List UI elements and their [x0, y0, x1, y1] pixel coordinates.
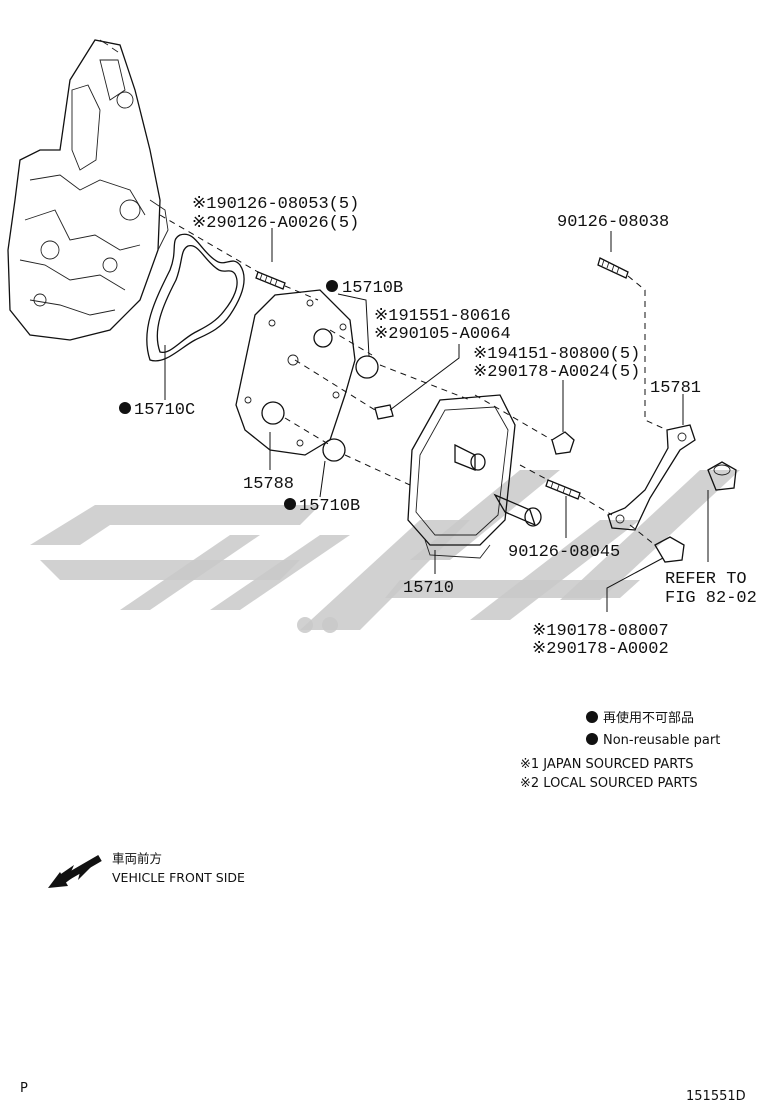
- marker-dot-15710c: [119, 402, 131, 414]
- marker-dot-15710b-bottom: [284, 498, 296, 510]
- legend-local-sourced: ※2 LOCAL SOURCED PARTS: [520, 776, 698, 791]
- direction-label-jp: 車両前方: [112, 851, 162, 866]
- label-refer-line1: REFER TO: [665, 570, 747, 589]
- label-15710b-bottom: 15710B: [299, 497, 360, 516]
- oil-cooler-15710-illustration: [407, 394, 542, 559]
- bushing-right-illustration: [707, 461, 737, 491]
- label-plug-local: ※290105-A0064: [374, 325, 511, 344]
- label-nut-japan: ※194151-80800(5): [473, 345, 640, 364]
- stud-upper-illustration: [597, 257, 629, 279]
- marker-dot-15710b-top: [326, 280, 338, 292]
- bolt-top-illustration: [255, 271, 286, 290]
- non-reusable-markers: [119, 280, 598, 745]
- label-15710c: 15710C: [134, 401, 195, 420]
- legend-japan-sourced: ※1 JAPAN SOURCED PARTS: [520, 757, 694, 772]
- plug-illustration: [374, 404, 394, 420]
- label-bolt-top-local: ※290126-A0026(5): [192, 214, 359, 233]
- gasket-15710c-illustration: [146, 233, 245, 362]
- label-15710b-top: 15710B: [342, 279, 403, 298]
- nut-illustration: [551, 431, 575, 455]
- direction-label-en: VEHICLE FRONT SIDE: [112, 870, 245, 885]
- legend-dot-2: [586, 733, 598, 745]
- o-ring-top-illustration: [355, 355, 379, 379]
- o-ring-bottom-illustration: [322, 438, 346, 462]
- label-15788: 15788: [243, 475, 294, 494]
- label-nut-bottom-local: ※290178-A0002: [532, 640, 669, 659]
- vehicle-front-arrow-icon: [48, 854, 102, 888]
- label-stud-lower: 90126-08045: [508, 543, 620, 562]
- nut-bottom-illustration: [654, 536, 685, 563]
- watermark-logo: [30, 470, 740, 633]
- label-stud-upper: 90126-08038: [557, 213, 669, 232]
- label-refer-line2: FIG 82-02: [665, 589, 757, 608]
- leader-lines: [164, 228, 709, 612]
- legend-non-reusable-jp: 再使用不可部品: [603, 710, 694, 726]
- bracket-15781-illustration: [607, 424, 696, 531]
- engine-block-illustration: [7, 39, 169, 341]
- footer-page-letter: P: [20, 1081, 28, 1096]
- label-nut-local: ※290178-A0024(5): [473, 363, 640, 382]
- label-bolt-top-japan: ※190126-08053(5): [192, 195, 359, 214]
- stud-lower-illustration: [545, 479, 581, 500]
- label-15781: 15781: [650, 379, 701, 398]
- assembly-guide-lines: [159, 214, 668, 546]
- label-nut-bottom-japan: ※190178-08007: [532, 622, 669, 641]
- legend-dot-1: [586, 711, 598, 723]
- label-plug-japan: ※191551-80616: [374, 307, 511, 326]
- plate-15788-illustration: [235, 289, 356, 456]
- footer-figure-code: 151551D: [686, 1089, 746, 1104]
- legend-non-reusable-en: Non-reusable part: [603, 733, 720, 748]
- label-15710: 15710: [403, 579, 454, 598]
